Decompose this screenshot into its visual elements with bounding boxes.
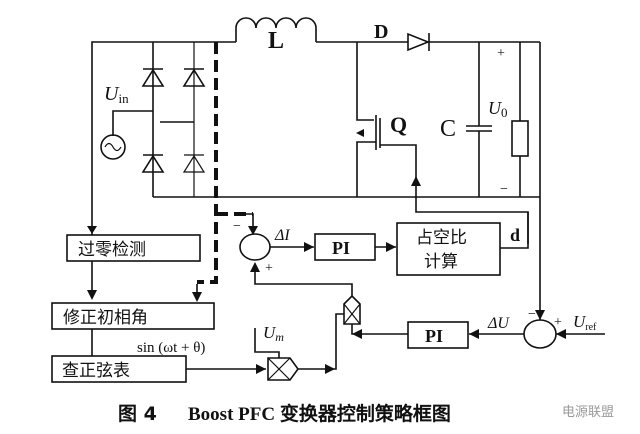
- switch-arrow-icon: [356, 129, 364, 137]
- mult2-output-wire: [254, 272, 353, 296]
- source-wire: [356, 141, 376, 197]
- phase-correct-label: 修正初相角: [63, 308, 148, 328]
- watermark: 电源联盟: [562, 405, 614, 420]
- current-pi-block: [314, 233, 376, 261]
- figure-number: 图 4: [118, 403, 157, 425]
- voltage-sum-plus: +: [554, 315, 562, 330]
- left-rail-wire: [91, 41, 216, 244]
- power-stage: L D Uin Q: [91, 17, 541, 300]
- diode-label: D: [374, 21, 388, 43]
- voltage-pi-label: PI: [425, 326, 443, 346]
- switch-label: Q: [390, 112, 407, 137]
- arrow-icon: [304, 242, 314, 252]
- zero-cross-block: [66, 234, 201, 262]
- arrow-icon: [192, 292, 202, 302]
- duty-calc-block: [396, 222, 501, 276]
- delta-i-label: ΔI: [274, 227, 290, 244]
- voltage-pi-block: [407, 321, 469, 349]
- uref-label: Uref: [573, 312, 597, 333]
- current-sum-plus: +: [265, 261, 273, 276]
- ac-source-icon: [100, 134, 126, 160]
- inductor-icon: [235, 17, 317, 42]
- zero-cross-label: 过零检测: [78, 240, 146, 260]
- arrow-icon: [87, 290, 97, 300]
- arrow-icon: [325, 364, 335, 374]
- voltage-sum-minus: −: [528, 307, 536, 322]
- duty-calc-label-2: 计算: [424, 252, 458, 272]
- sine-table-block: [51, 355, 187, 383]
- bridge-diode-icon: [141, 68, 206, 173]
- arrow-icon: [256, 364, 266, 374]
- duty-calc-label-1: 占空比: [416, 228, 467, 248]
- gate-arrow-icon: [411, 176, 421, 186]
- ac-top-wire: [112, 110, 153, 136]
- gate-drive-wire: [380, 144, 417, 197]
- figure-title: Boost PFC 变换器控制策略框图: [188, 402, 451, 425]
- capacitor-label: C: [440, 116, 456, 142]
- diode-icon: [407, 32, 431, 52]
- inductor-label: L: [268, 28, 284, 54]
- mult1-output-wire: [298, 313, 344, 370]
- duty-output-wire: [500, 212, 529, 249]
- sine-expression: sin (ωt + θ): [137, 340, 205, 356]
- current-sum-minus: −: [233, 219, 241, 234]
- current-summing-junction: [239, 233, 271, 261]
- arrow-icon: [469, 329, 479, 339]
- phase-correct-block: [51, 302, 215, 330]
- duty-label: d: [510, 225, 520, 245]
- current-pi-label: PI: [332, 238, 350, 258]
- um-label: Um: [263, 323, 284, 344]
- uin-label: Uin: [104, 83, 129, 106]
- arrow-icon: [556, 329, 566, 339]
- sine-table-label: 查正弦表: [62, 361, 130, 381]
- arrow-icon: [250, 262, 260, 272]
- output-plus: +: [497, 46, 505, 61]
- load-resistor-icon: [511, 120, 529, 157]
- arrow-icon: [352, 329, 362, 339]
- multiplier-icon: [343, 294, 361, 325]
- arrow-icon: [386, 242, 396, 252]
- output-minus: −: [500, 182, 508, 197]
- voltage-summing-junction: [523, 319, 557, 349]
- current-sense-dashed-line: [197, 42, 218, 284]
- um-input-wire: [254, 328, 280, 358]
- drain-wire: [356, 42, 374, 121]
- sine-glyph: [104, 142, 122, 152]
- arrow-icon: [248, 226, 258, 235]
- u0-label: U0: [488, 98, 508, 120]
- caption: 图 4 Boost PFC 变换器控制策略框图 电源联盟: [118, 402, 614, 425]
- multiplier-icon: [267, 357, 299, 381]
- control-loop: 过零检测 修正初相角 查正弦表 sin (ωt + θ) Um: [51, 212, 605, 383]
- delta-u-label: ΔU: [487, 315, 510, 332]
- arrow-icon: [87, 226, 97, 234]
